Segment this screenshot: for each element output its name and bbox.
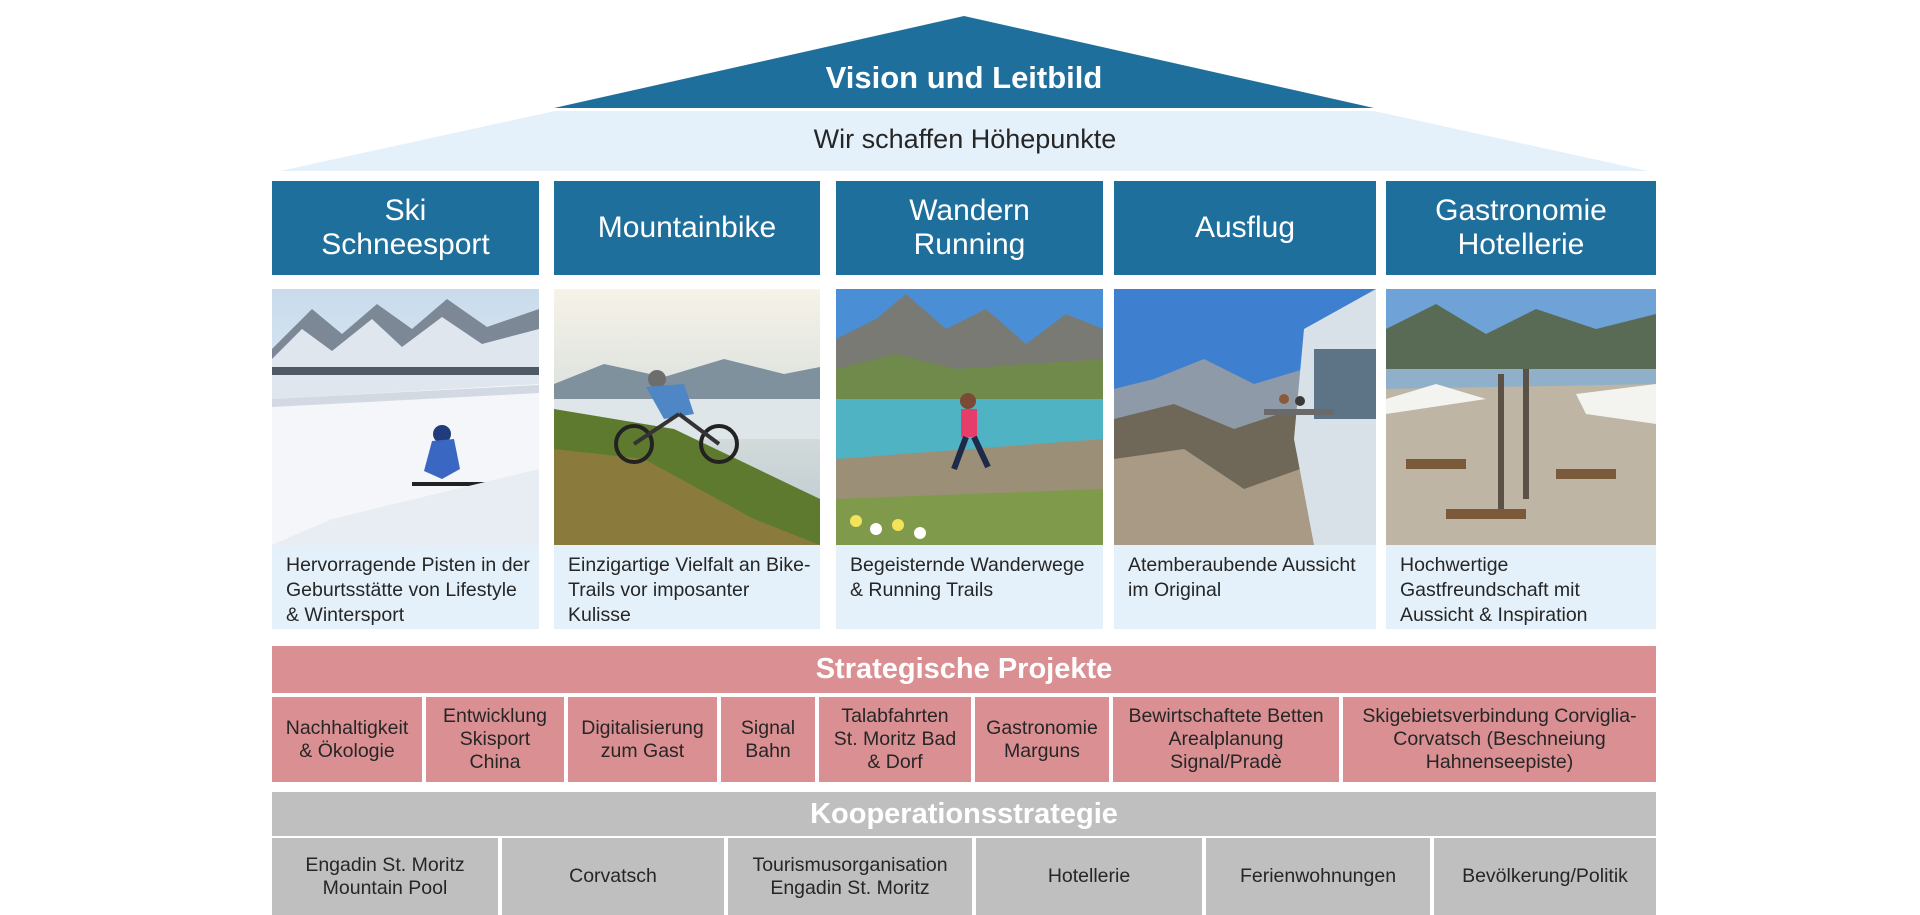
- strategic-item: Talabfahrten St. Moritz Bad & Dorf: [819, 697, 971, 782]
- cooperation-item: Engadin St. Moritz Mountain Pool: [272, 838, 498, 915]
- pillar-ski: Ski Schneesport Hervorr: [272, 181, 539, 629]
- cooperation-item: Corvatsch: [502, 838, 724, 915]
- pillar-description: Einzigartige Vielfalt an Bike-Trails vor…: [568, 554, 811, 626]
- strategic-item: Skigebietsverbindung Corviglia- Corvatsc…: [1343, 697, 1656, 782]
- strategic-projects-header: Strategische Projekte: [272, 646, 1656, 693]
- strategic-item: Digitalisierung zum Gast: [568, 697, 717, 782]
- pillar-description: Atemberaubende Aussicht im Original: [1128, 554, 1356, 601]
- pillar-title: Mountainbike: [597, 211, 777, 244]
- pillar-description: Begeisternde Wanderwege & Running Trails: [850, 554, 1085, 601]
- roof: [280, 16, 1648, 171]
- skier-photo: [272, 289, 539, 545]
- terrace-photo: [1386, 289, 1656, 545]
- roof-lower-band: [280, 111, 1648, 171]
- pillar-header: Ausflug: [1114, 181, 1376, 275]
- viewpoint-photo: [1114, 289, 1376, 545]
- cooperation-item: Hotellerie: [976, 838, 1202, 915]
- pillar-header: Gastronomie Hotellerie: [1386, 181, 1656, 275]
- pillar-header: Ski Schneesport: [272, 181, 539, 275]
- strategic-item: Gastronomie Marguns: [975, 697, 1109, 782]
- pillar-title: Ausflug: [1194, 211, 1296, 244]
- strategic-item: Nachhaltigkeit & Ökologie: [272, 697, 422, 782]
- pillar-description: Hervorragende Pisten in der Geburtsstätt…: [286, 554, 530, 626]
- strategic-item: Signal Bahn: [721, 697, 815, 782]
- mountain-biker-photo: [554, 289, 820, 545]
- strategic-item: Bewirtschaftete Betten Arealplanung Sign…: [1113, 697, 1339, 782]
- pillar-header: Mountainbike: [554, 181, 820, 275]
- pillar-body: Einzigartige Vielfalt an Bike-Trails vor…: [554, 289, 820, 629]
- pillar-body: Begeisternde Wanderwege & Running Trails: [836, 289, 1103, 629]
- pillar-body: Hochwertige Gastfreundschaft mit Aussich…: [1386, 289, 1656, 629]
- pillar-title: Gastronomie Hotellerie: [1435, 194, 1607, 261]
- cooperation-item: Ferienwohnungen: [1206, 838, 1430, 915]
- vision-subtitle: Wir schaffen Höhepunkte: [813, 124, 1117, 154]
- pillar-body: Hervorragende Pisten in der Geburtsstätt…: [272, 289, 539, 629]
- pillar-body: Atemberaubende Aussicht im Original: [1114, 289, 1376, 629]
- cooperation-strategy-header: Kooperationsstrategie: [272, 792, 1656, 836]
- pillar-header: Wandern Running: [836, 181, 1103, 275]
- pillar-description: Hochwertige Gastfreundschaft mit Aussich…: [1400, 554, 1588, 626]
- cooperation-item: Bevölkerung/Politik: [1434, 838, 1656, 915]
- cooperation-item: Tourismusorganisation Engadin St. Moritz: [728, 838, 972, 915]
- runner-photo: [836, 289, 1103, 545]
- pillar-mountainbike: Mountainbike E: [554, 181, 820, 629]
- roof-peak: [554, 16, 1374, 108]
- pillar-title: Wandern Running: [909, 194, 1030, 261]
- pillar-title: Ski Schneesport: [321, 194, 490, 261]
- pillar-wandern: Wandern Running Begeisternde Wanderwege …: [836, 181, 1103, 629]
- pillar-gastronomie: Gastronomie Hotellerie Hochwertige Gastf…: [1386, 181, 1656, 629]
- pillar-ausflug: Ausflug Atemberaubende Aussicht im Origi…: [1114, 181, 1376, 629]
- strategic-item: Entwicklung Skisport China: [426, 697, 564, 782]
- vision-title: Vision und Leitbild: [825, 60, 1103, 95]
